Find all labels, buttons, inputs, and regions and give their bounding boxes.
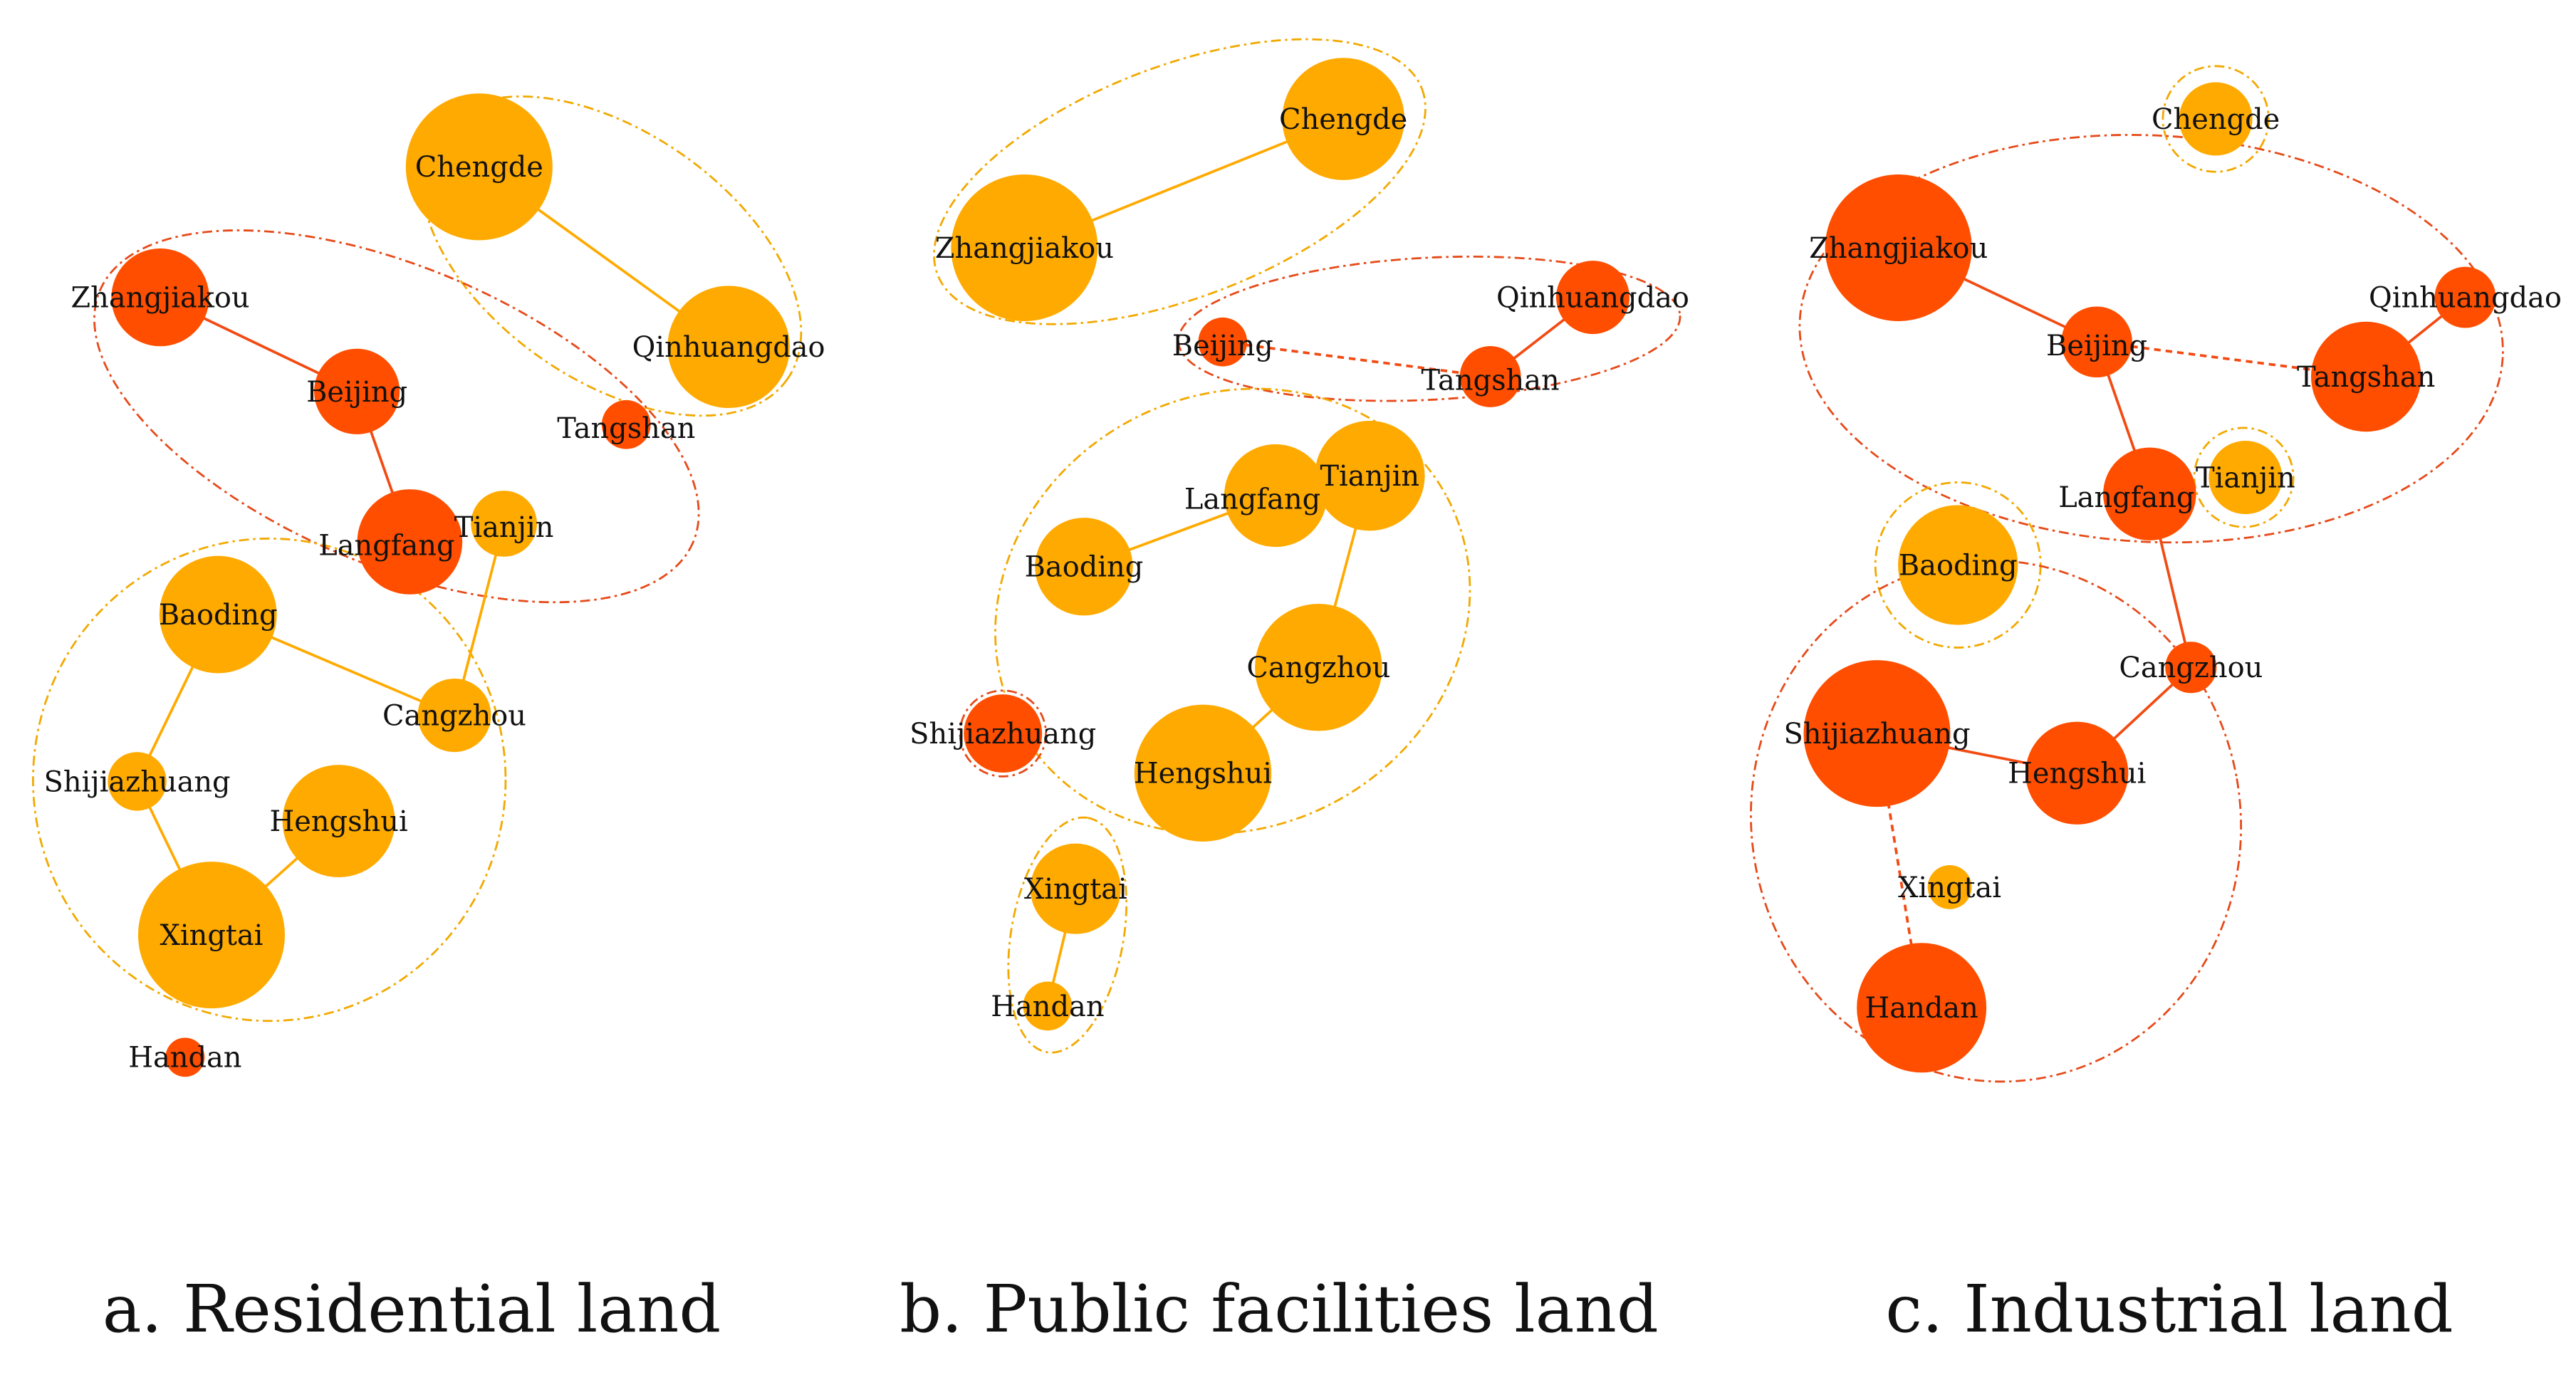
edge-beijing-tangshan xyxy=(1222,340,1491,378)
node-label-cangzhou: Cangzhou xyxy=(382,699,526,732)
node-tangshan xyxy=(601,399,651,449)
node-label-beijing: Beijing xyxy=(306,376,407,409)
node-baoding xyxy=(1035,518,1133,616)
node-label-handan: Handan xyxy=(128,1042,241,1075)
node-hengshui xyxy=(1134,704,1272,842)
node-label-chengde: Chengde xyxy=(415,151,543,184)
node-zhangjiakou xyxy=(111,248,209,347)
node-hengshui xyxy=(282,765,395,878)
cluster-north-industrial xyxy=(1798,134,2504,544)
cluster-zhangjiakou-beijing-langfang-tangshan xyxy=(93,229,700,604)
node-label-chengde: Chengde xyxy=(1279,103,1407,136)
caption-public-facilities-land: b. Public facilities land xyxy=(899,1271,1658,1347)
node-handan xyxy=(1023,981,1073,1031)
node-tangshan xyxy=(2310,321,2421,432)
node-label-baoding: Baoding xyxy=(1025,551,1144,584)
node-shijiazhuang xyxy=(1803,660,1951,807)
node-cangzhou xyxy=(1255,604,1382,731)
cluster-south-industrial xyxy=(1750,559,2243,1083)
node-tianjin xyxy=(1315,420,1425,531)
node-label-zhangjiakou: Zhangjiakou xyxy=(71,282,249,315)
node-label-langfang: Langfang xyxy=(318,530,454,563)
node-label-hengshui: Hengshui xyxy=(2008,758,2146,790)
cluster-shijiazhuang xyxy=(959,689,1047,778)
node-label-baoding: Baoding xyxy=(1899,549,2018,582)
node-label-handan: Handan xyxy=(1865,992,1978,1025)
node-tangshan xyxy=(1459,346,1521,407)
node-label-tangshan: Tangshan xyxy=(1422,365,1560,397)
node-label-zhangjiakou: Zhangjiakou xyxy=(935,232,1114,265)
node-label-tianjin: Tianjin xyxy=(2196,461,2295,494)
node-label-shijiazhuang: Shijiazhuang xyxy=(44,765,231,798)
node-xingtai xyxy=(1030,843,1121,934)
node-label-shijiazhuang: Shijiazhuang xyxy=(909,718,1096,751)
node-label-beijing: Beijing xyxy=(2046,330,2147,362)
node-cangzhou xyxy=(417,679,491,753)
node-hengshui xyxy=(2025,721,2129,825)
node-chengde xyxy=(2179,82,2253,156)
node-langfang xyxy=(1224,444,1328,548)
cluster-beijing-tangshan-qinhuangdao xyxy=(1177,255,1681,402)
node-label-cangzhou: Cangzhou xyxy=(1246,652,1390,684)
node-zhangjiakou xyxy=(951,174,1098,322)
node-label-zhangjiakou: Zhangjiakou xyxy=(1809,232,1988,265)
node-langfang xyxy=(2103,447,2196,540)
caption-residential-land: a. Residential land xyxy=(103,1271,721,1347)
node-label-hengshui: Hengshui xyxy=(1134,758,1272,790)
node-chengde xyxy=(1282,58,1404,180)
node-label-xingtai: Xingtai xyxy=(1898,872,2001,904)
caption-industrial-land: c. Industrial land xyxy=(1885,1271,2453,1347)
node-shijiazhuang xyxy=(964,694,1043,773)
node-cangzhou xyxy=(2165,642,2217,694)
panel-industrial-land: ChengdeZhangjiakouQinhuangdaoBeijingTang… xyxy=(1750,65,2562,1083)
node-handan xyxy=(165,1037,205,1077)
node-tianjin xyxy=(2209,440,2283,514)
cluster-zhangjiakou-chengde xyxy=(933,38,1427,325)
node-label-qinhuangdao: Qinhuangdao xyxy=(632,331,825,364)
panel-public-facilities-land: ChengdeZhangjiakouQinhuangdaoBeijingTang… xyxy=(909,38,1689,1054)
cluster-xingtai-handan xyxy=(1007,816,1128,1054)
node-label-beijing: Beijing xyxy=(1172,330,1273,362)
cluster-tianjin xyxy=(2193,427,2295,528)
node-label-chengde: Chengde xyxy=(2152,103,2280,136)
node-xingtai xyxy=(137,862,285,1009)
node-baoding xyxy=(1898,505,2018,625)
node-label-qinhuangdao: Qinhuangdao xyxy=(2369,282,2562,315)
node-label-tianjin: Tianjin xyxy=(1320,460,1419,493)
node-label-langfang: Langfang xyxy=(2058,481,2194,514)
node-beijing xyxy=(2061,306,2132,378)
node-chengde xyxy=(405,93,553,241)
node-handan xyxy=(1857,943,1987,1073)
node-label-xingtai: Xingtai xyxy=(1024,873,1127,906)
node-shijiazhuang xyxy=(108,752,167,811)
node-label-hengshui: Hengshui xyxy=(269,805,407,838)
node-label-cangzhou: Cangzhou xyxy=(2119,652,2263,684)
node-label-xingtai: Xingtai xyxy=(160,919,263,952)
node-label-tangshan: Tangshan xyxy=(2297,361,2435,394)
node-label-qinhuangdao: Qinhuangdao xyxy=(1496,282,1689,315)
node-label-shijiazhuang: Shijiazhuang xyxy=(1783,718,1970,751)
node-zhangjiakou xyxy=(1825,174,1972,322)
node-xingtai xyxy=(1927,864,1972,909)
node-beijing xyxy=(314,348,400,434)
cluster-chengde xyxy=(2162,65,2270,173)
node-label-handan: Handan xyxy=(991,990,1104,1023)
node-label-tangshan: Tangshan xyxy=(557,412,695,445)
node-label-langfang: Langfang xyxy=(1184,483,1320,516)
node-label-baoding: Baoding xyxy=(159,599,278,632)
node-baoding xyxy=(159,555,277,674)
node-tianjin xyxy=(471,491,537,557)
node-beijing xyxy=(1198,317,1248,367)
node-langfang xyxy=(357,489,463,595)
node-label-tianjin: Tianjin xyxy=(454,511,554,544)
node-qinhuangdao xyxy=(1555,261,1629,335)
node-qinhuangdao xyxy=(667,286,790,409)
node-qinhuangdao xyxy=(2434,266,2496,328)
